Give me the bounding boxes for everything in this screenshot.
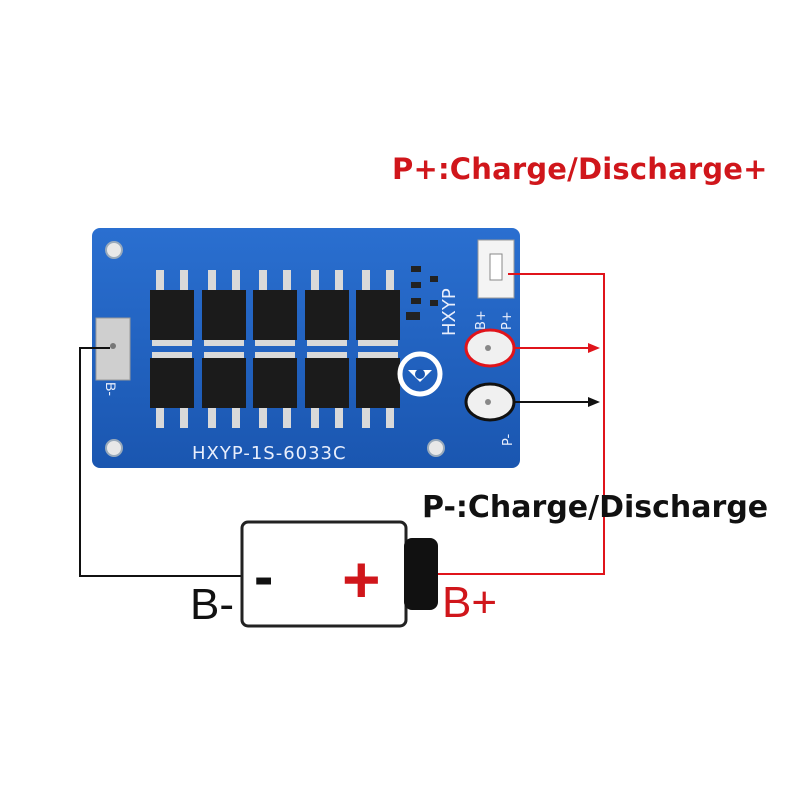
bms-board: B- HXYP-1S-6033C HXYP B+ P+ P- [92, 228, 520, 468]
wire-b-plus [438, 273, 605, 575]
pad-b-plus-label: B+ [474, 310, 489, 330]
mosfet [305, 290, 349, 340]
pad-b-minus-label: B- [103, 382, 119, 396]
wires [79, 273, 605, 577]
mosfet [202, 290, 246, 340]
pad-b-minus [95, 317, 131, 381]
mosfet [356, 358, 400, 408]
brand-logo [397, 351, 443, 397]
mosfet [253, 290, 297, 340]
p-minus-label: P-:Charge/Discharge [422, 490, 769, 525]
b-minus-label: B- [190, 580, 234, 629]
mounting-holes [105, 241, 445, 457]
mosfet [356, 290, 400, 340]
mosfet [150, 358, 194, 408]
mosfet [202, 358, 246, 408]
wire-b-minus [79, 347, 244, 577]
arrow-p-minus [588, 397, 600, 407]
mosfet [150, 290, 194, 340]
pad-p-plus-label: P+ [500, 311, 515, 330]
battery-plus-sign: + [342, 542, 381, 616]
small-components [406, 266, 438, 320]
pad-p-minus-label: P- [501, 433, 516, 446]
b-plus-label: B+ [442, 578, 498, 627]
mosfet-array [150, 270, 400, 428]
board-body [92, 228, 520, 468]
mosfet [305, 358, 349, 408]
mosfet [253, 358, 297, 408]
board-model-label: HXYP-1S-6033C [192, 443, 347, 464]
brand-label: HXYP [439, 288, 460, 336]
battery-minus-sign: - [254, 544, 273, 609]
battery-terminal [404, 538, 438, 610]
arrow-p-plus [588, 343, 600, 353]
battery: - + [240, 520, 438, 628]
p-plus-label: P+:Charge/Discharge+ [392, 152, 768, 186]
